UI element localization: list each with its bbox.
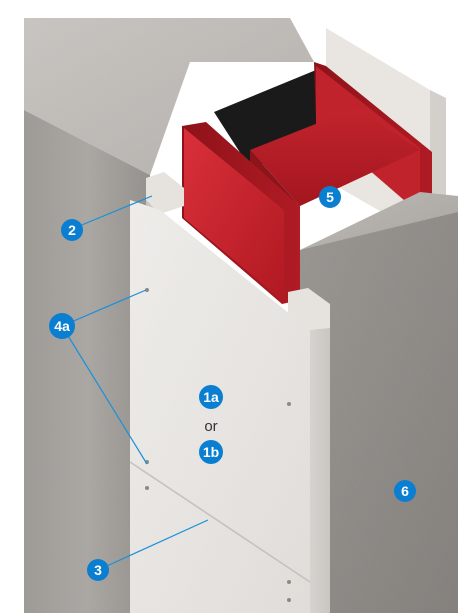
badge-1a-text: 1a (203, 389, 219, 405)
steel-beam (182, 62, 432, 304)
badge-1a: 1a (199, 385, 223, 409)
or-text: or (204, 418, 217, 435)
badge-6: 6 (394, 480, 416, 502)
badge-6-text: 6 (401, 483, 409, 499)
badge-3-text: 3 (94, 562, 102, 578)
badge-1b: 1b (199, 440, 223, 464)
badge-2: 2 (61, 219, 83, 241)
badge-5-text: 5 (326, 189, 334, 205)
left-concrete-wall (24, 18, 314, 613)
leader-lines (61, 195, 209, 571)
badge-2-text: 2 (68, 222, 76, 238)
badge-4a: 4a (49, 313, 75, 339)
badge-1b-text: 1b (203, 444, 219, 460)
right-concrete-wall (300, 192, 458, 613)
badge-5: 5 (319, 186, 341, 208)
front-fire-board (129, 172, 330, 613)
badge-3: 3 (87, 559, 109, 581)
badge-4a-text: 4a (54, 318, 70, 334)
